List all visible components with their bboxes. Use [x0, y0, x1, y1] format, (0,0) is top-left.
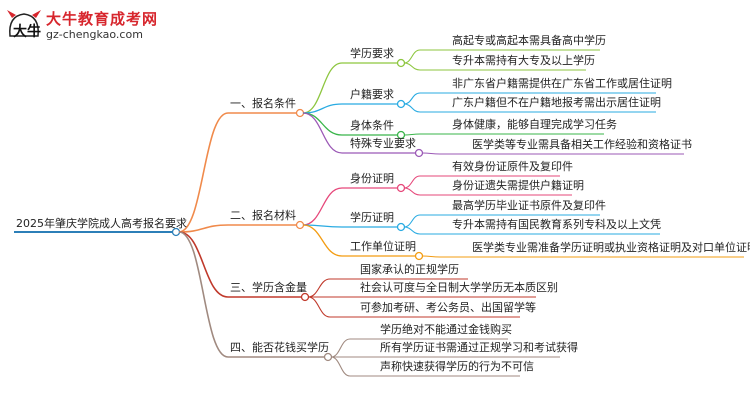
sub-label-0-2: 身体条件: [350, 119, 394, 132]
leaf-label-1-1-1: 专升本需持有国民教育系列专科及以上文凭: [452, 218, 661, 231]
sub-node-1-2: [414, 251, 424, 261]
leaf-label-1-0-0: 有效身份证原件及复印件: [452, 160, 573, 173]
leaf-link-3-2: [330, 356, 351, 377]
sub-node-1-1: [396, 222, 406, 232]
leaf-link-0-1-1: [403, 103, 421, 113]
branch-link-0: [178, 112, 229, 233]
branch-link-1: [178, 224, 229, 233]
sub-link-0-1: [302, 103, 343, 114]
sub-node-1-0: [396, 183, 406, 193]
sub-node-0-3: [414, 148, 424, 158]
leaf-label-0-1-1: 广东户籍但不在户籍地报考需出示居住证明: [452, 96, 661, 109]
sub-label-0-3: 特殊专业要求: [350, 137, 416, 150]
sub-label-1-2: 工作单位证明: [350, 240, 416, 253]
leaf-label-0-2-0: 身体健康，能够自理完成学习任务: [452, 118, 617, 131]
leaf-link-0-1-0: [403, 92, 421, 105]
leaf-link-1-0-1: [403, 187, 421, 196]
leaf-link-1-1-0: [403, 214, 421, 228]
brand-title: 大牛教育成考网: [46, 10, 159, 28]
sub-link-0-0: [302, 62, 343, 114]
leaf-label-3-2: 声称快速获得学历的行为不可信: [380, 360, 534, 373]
root-node: 2025年肇庆学院成人高考报名要求: [16, 217, 187, 230]
branch-link-2: [178, 231, 229, 298]
branch-label-0: 一、报名条件: [230, 97, 296, 110]
sub-label-0-0: 学历要求: [350, 47, 394, 60]
branch-label-2: 三、学历含金量: [230, 281, 307, 294]
brand-logo: 大牛 大牛教育成考网 gz-chengkao.com: [4, 6, 164, 48]
leaf-link-1-2-0: [421, 255, 441, 258]
mascot-logo-icon: 大牛: [7, 10, 41, 40]
leaf-link-0-3-0: [421, 152, 441, 155]
branch-link-3: [178, 231, 229, 358]
sub-link-1-2: [302, 224, 343, 257]
leaf-label-3-1: 所有学历证书需通过正规学习和考试获得: [380, 341, 578, 354]
branch-node-2: [300, 292, 310, 302]
sub-link-0-3: [302, 112, 343, 154]
brand-url: gz-chengkao.com: [46, 28, 143, 41]
sub-node-0-0: [396, 58, 406, 68]
leaf-label-0-3-0: 医学类等专业需具备相关工作经验和资格证书: [472, 138, 692, 151]
leaf-label-0-1-0: 非广东省户籍需提供在广东省工作或居住证明: [452, 77, 672, 90]
leaf-link-0-2-0: [403, 133, 421, 136]
sub-label-1-1: 学历证明: [350, 211, 394, 224]
leaf-link-2-0: [307, 278, 331, 298]
branch-node-1: [295, 220, 305, 230]
leaf-link-2-2: [307, 296, 331, 318]
leaf-link-0-0-0: [403, 49, 421, 64]
branch-node-3: [323, 352, 333, 362]
leaf-link-1-1-1: [403, 226, 421, 235]
sub-label-0-1: 户籍要求: [350, 88, 394, 101]
leaf-label-1-0-1: 身份证遗失需提供户籍证明: [452, 179, 584, 192]
leaf-label-0-0-1: 专升本需持有大专及以上学历: [452, 54, 595, 67]
leaf-link-3-0: [330, 338, 351, 358]
leaf-label-3-0: 学历绝对不能通过金钱购买: [380, 323, 512, 336]
leaf-link-1-0-0: [403, 175, 421, 189]
sub-link-1-0: [302, 187, 343, 226]
sub-node-0-1: [396, 99, 406, 109]
leaf-label-2-0: 国家承认的正规学历: [360, 263, 459, 276]
branch-label-1: 二、报名材料: [230, 209, 296, 222]
leaf-label-2-2: 可参加考研、考公务员、出国留学等: [360, 301, 536, 314]
leaf-label-0-0-0: 高起专或高起本需具备高中学历: [452, 34, 606, 47]
leaf-link-0-0-1: [403, 62, 421, 71]
sub-label-1-0: 身份证明: [350, 172, 394, 185]
logo-mark-text: 大牛: [13, 23, 41, 40]
branch-label-3: 四、能否花钱买学历: [230, 341, 329, 354]
leaf-label-1-2-0: 医学类专业需准备学历证明或执业资格证明及对口单位证明: [472, 241, 750, 254]
leaf-label-2-1: 社会认可度与全日制大学学历无本质区别: [360, 281, 558, 294]
branch-node-0: [295, 108, 305, 118]
leaf-label-1-1-0: 最高学历毕业证书原件及复印件: [452, 199, 606, 212]
